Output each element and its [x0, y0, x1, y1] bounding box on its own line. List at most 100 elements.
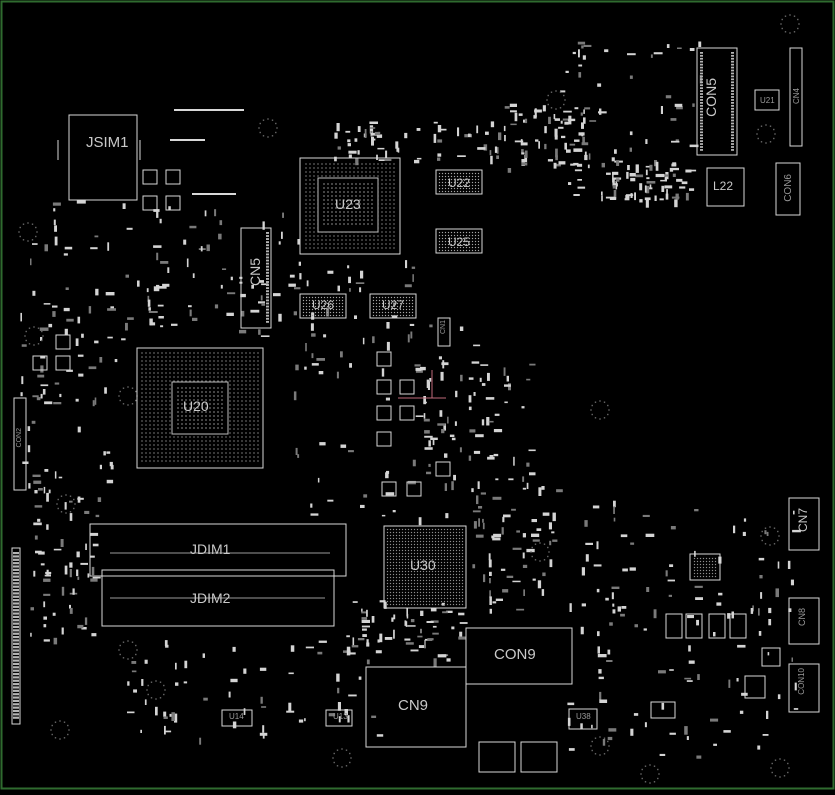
smd-part [612, 183, 618, 187]
smd-part [261, 302, 265, 306]
smd-part [340, 444, 347, 448]
mounting-hole [332, 748, 352, 768]
smd-part [509, 103, 517, 107]
smd-part [567, 702, 575, 706]
smd-part [549, 540, 552, 546]
smd-part [574, 107, 579, 110]
smd-part [183, 681, 188, 684]
smd-part [645, 199, 649, 208]
smd-part [674, 103, 683, 107]
smd-part [31, 420, 36, 424]
smd-part [692, 103, 695, 107]
smd-part [294, 287, 301, 290]
smd-part [502, 589, 509, 593]
smd-part [366, 659, 370, 665]
smd-part [531, 533, 540, 537]
smd-part [189, 225, 197, 229]
smd-part [741, 692, 748, 696]
smd-part [697, 674, 700, 680]
smd-part [577, 41, 586, 45]
smd-part [560, 120, 563, 124]
smd-part [597, 646, 600, 654]
smd-part [458, 636, 467, 640]
smd-part [483, 574, 486, 583]
smd-part [40, 384, 49, 387]
smd-part [54, 225, 57, 232]
smd-part [630, 177, 636, 182]
smd-part [107, 308, 116, 311]
smd-part [164, 640, 168, 646]
smd-part [624, 198, 630, 201]
smd-part [241, 310, 245, 317]
smd-part [32, 243, 38, 245]
smd-part [441, 429, 445, 434]
smd-part [487, 456, 495, 460]
smd-part [430, 608, 437, 612]
smd-part [157, 304, 164, 307]
smd-part [792, 529, 801, 533]
smd-part [53, 208, 56, 212]
smd-part [472, 510, 481, 513]
smd-part [609, 622, 613, 626]
smd-part [306, 280, 309, 287]
smd-part [88, 366, 97, 370]
smd-part [597, 83, 602, 87]
smd-part [69, 500, 73, 503]
smd-part [427, 638, 434, 641]
smd-part [377, 639, 380, 643]
con5-pins-left [700, 52, 703, 151]
smd-part [327, 270, 334, 274]
smd-part [131, 661, 137, 664]
smd-part [261, 706, 267, 708]
smd-part [655, 173, 665, 178]
smd-part [669, 669, 674, 671]
smd-part [379, 633, 383, 643]
smd-part [584, 151, 587, 158]
smd-part [567, 118, 576, 122]
smd-part [492, 496, 502, 500]
smd-part [424, 447, 433, 450]
smd-part [305, 646, 314, 649]
smd-part [64, 246, 73, 250]
smd-part [438, 356, 442, 360]
smd-part [153, 245, 162, 248]
smd-part [437, 423, 446, 426]
smd-part [273, 293, 281, 297]
smd-part [514, 140, 524, 143]
cn5-middle-pins [266, 232, 269, 323]
mounting-hole [756, 124, 776, 144]
smd-part [451, 481, 454, 491]
smd-part [560, 90, 566, 93]
smd-part [222, 268, 227, 270]
smd-part [493, 453, 499, 457]
smd-part [713, 632, 716, 637]
mounting-hole [24, 326, 44, 346]
smd-part [626, 194, 634, 197]
smd-part [482, 518, 484, 523]
smd-part [69, 513, 73, 521]
smd-part [493, 429, 503, 433]
smd-part [146, 288, 149, 293]
smd-part [629, 147, 632, 152]
smd-part [653, 609, 657, 619]
smd-part [153, 286, 157, 292]
smd-part [596, 588, 600, 593]
smd-part [337, 285, 340, 292]
smd-part [282, 212, 284, 218]
smd-part [214, 304, 219, 309]
smd-part [355, 282, 365, 284]
smd-part [214, 209, 217, 217]
smd-part [327, 499, 334, 502]
smd-part [583, 44, 592, 47]
smd-part [630, 728, 634, 736]
smd-part [621, 606, 627, 609]
smd-part [653, 52, 663, 55]
square-pad [435, 461, 451, 477]
smd-part [676, 106, 683, 110]
smd-part [32, 395, 39, 398]
smd-part [352, 601, 358, 603]
smd-part [411, 266, 416, 269]
smd-part [536, 528, 542, 531]
smd-part [554, 118, 560, 121]
